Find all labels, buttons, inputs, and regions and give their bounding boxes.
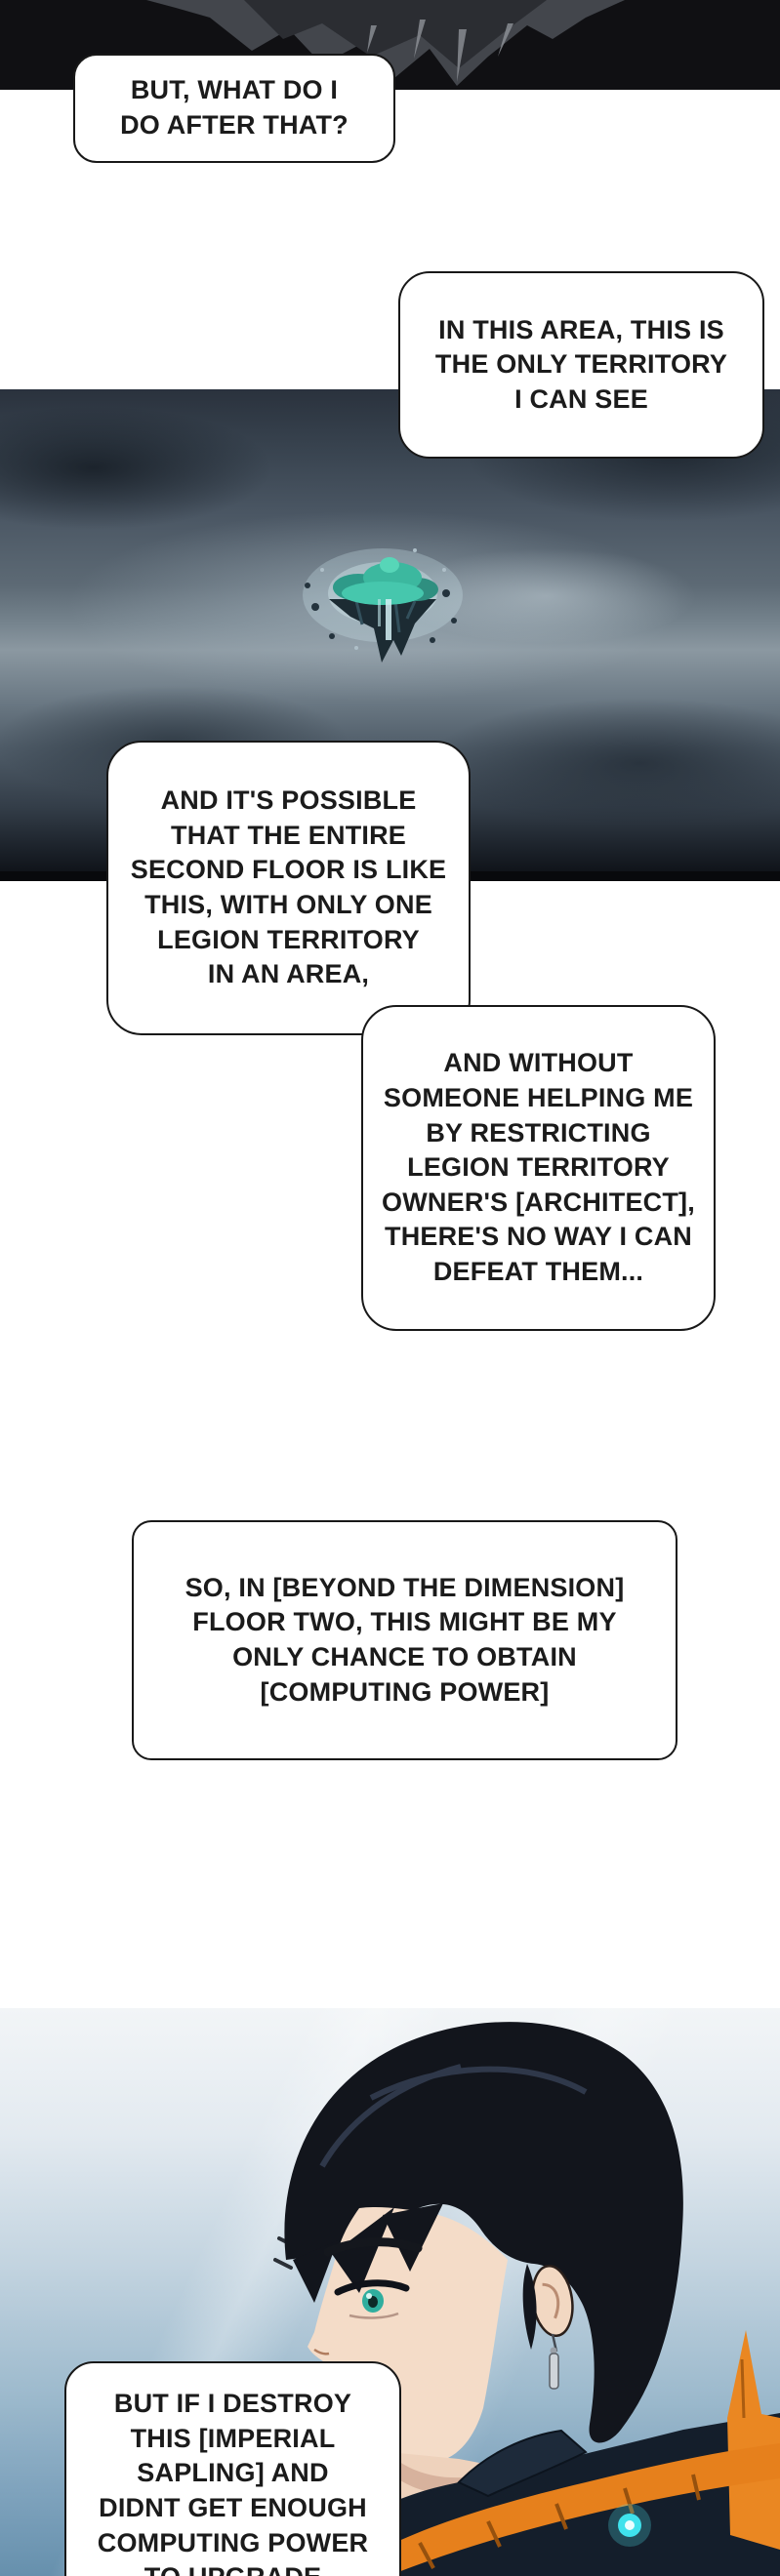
eye-highlight xyxy=(366,2293,372,2299)
speech-bubble-2: IN THIS AREA, THIS IS THE ONLY TERRITORY… xyxy=(398,271,764,459)
speech-bubble-4-text: AND WITHOUT SOMEONE HELPING ME BY RESTRI… xyxy=(382,1048,695,1287)
floating-island-illustration xyxy=(303,548,463,663)
eyebrow xyxy=(323,2237,423,2257)
rock-shadow xyxy=(244,0,547,68)
light-specks xyxy=(320,548,446,650)
speech-bubble-1: BUT, WHAT DO I DO AFTER THAT? xyxy=(73,54,395,163)
speech-bubble-2-text: IN THIS AREA, THIS IS THE ONLY TERRITORY… xyxy=(434,314,728,414)
collar-band-orange xyxy=(353,2443,780,2576)
speech-bubble-1-text: BUT, WHAT DO I DO AFTER THAT? xyxy=(120,75,349,140)
island-waterfall xyxy=(386,599,391,640)
island-canopy-base xyxy=(342,582,424,605)
sideburn xyxy=(522,2264,537,2350)
shoulder-fin-orange xyxy=(727,2330,780,2550)
rock-streaks xyxy=(367,20,513,82)
floating-debris xyxy=(305,583,457,643)
speech-bubble-5: SO, IN [BEYOND THE DIMENSION] FLOOR TWO,… xyxy=(132,1520,677,1760)
speech-bubble-5-text: SO, IN [BEYOND THE DIMENSION] FLOOR TWO,… xyxy=(185,1572,625,1707)
earring xyxy=(549,2333,559,2390)
lower-lid xyxy=(349,2312,399,2319)
speech-bubble-3: AND IT'S POSSIBLE THAT THE ENTIRE SECOND… xyxy=(106,741,471,1035)
hair-highlights xyxy=(319,2064,588,2168)
eye-pupil xyxy=(368,2296,378,2308)
rock-underside-illustration xyxy=(146,0,625,86)
upper-lash xyxy=(334,2279,410,2296)
speech-bubble-4: AND WITHOUT SOMEONE HELPING ME BY RESTRI… xyxy=(361,1005,716,1331)
island-rock-streaks xyxy=(354,600,417,633)
speech-bubble-6-text: BUT IF I DESTROY THIS [IMPERIAL SAPLING]… xyxy=(97,2389,369,2576)
island-waterfall-2 xyxy=(378,599,381,626)
speech-bubble-6: BUT IF I DESTROY THIS [IMPERIAL SAPLING]… xyxy=(64,2361,401,2576)
shoulder-fin-line xyxy=(740,2358,746,2419)
cyan-glow-node xyxy=(608,2504,651,2547)
character-illustration xyxy=(273,2022,780,2576)
island-treetop xyxy=(380,557,399,573)
hair xyxy=(284,2022,683,2443)
collar-band-stripes xyxy=(418,2474,701,2569)
nostril-line xyxy=(313,2348,330,2355)
speech-bubble-3-text: AND IT'S POSSIBLE THAT THE ENTIRE SECOND… xyxy=(130,785,447,989)
collar-high xyxy=(457,2429,588,2498)
